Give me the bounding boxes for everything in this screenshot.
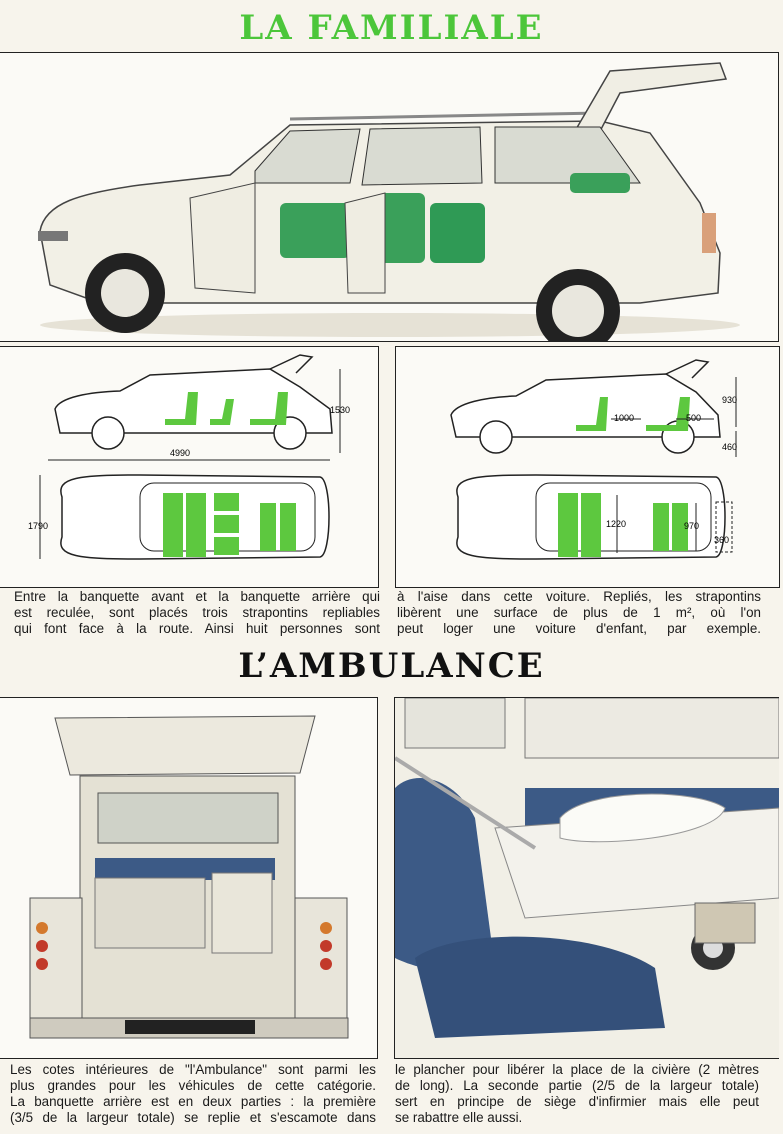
diagram-svg-left: 1530 4990 1790: [28, 354, 350, 560]
dim-height: 1530: [330, 405, 350, 415]
ambulance-interior-illustration: [395, 698, 779, 1058]
ambulance-text-right: le plancher pour libérer la place de la …: [395, 1062, 759, 1126]
text-line: plus grandes pour les véhicules de cette…: [10, 1078, 376, 1093]
title-l-ambulance: L’AMBULANCE: [238, 646, 545, 686]
dim-seat-gap: 1000: [614, 413, 634, 423]
text-line: de long). La seconde partie (2/5 de la l…: [395, 1078, 759, 1093]
dim-floor-width: 1220: [606, 519, 626, 529]
dim-cargo-height: 930: [722, 395, 737, 405]
dim-opening-width: 970: [684, 521, 699, 531]
text-line: se rabattre elle aussi.: [395, 1110, 523, 1125]
familiale-car-photo: [0, 52, 779, 342]
text-line: libèrent une surface de plus de 1 m², où…: [397, 605, 761, 620]
title-la-familiale: LA FAMILIALE: [239, 8, 544, 48]
text-line: Entre la banquette avant et la banquette…: [14, 589, 380, 604]
text-line: le plancher pour libérer la place de la …: [395, 1062, 759, 1077]
text-line: (3/5 de la largeur totale) se replie et …: [10, 1110, 376, 1125]
text-line: qui font face à la route. Ainsi huit per…: [14, 621, 380, 636]
dim-tailgate-depth: 360: [714, 535, 729, 545]
dim-length: 4990: [170, 448, 190, 458]
dim-width: 1790: [28, 521, 48, 531]
text-line: La banquette arrière est en deux parties…: [10, 1094, 376, 1109]
ambulance-rear-illustration: [0, 698, 377, 1058]
text-line: à l'aise dans cette voiture. Repliés, le…: [397, 589, 761, 604]
text-line: Les cotes intérieures de "l'Ambulance" s…: [10, 1062, 376, 1077]
ambulance-text-left: Les cotes intérieures de "l'Ambulance" s…: [10, 1062, 376, 1126]
familiale-seating-diagram: 1530 4990 1790: [0, 346, 379, 588]
familiale-text-right: à l'aise dans cette voiture. Repliés, le…: [397, 589, 761, 637]
diagram-svg-right: 1000 500 930 460 1220 970 360: [450, 359, 737, 560]
car-illustration: [0, 53, 778, 341]
text-line: peut loger une voiture d'enfant, par exe…: [397, 621, 761, 636]
ambulance-rear-photo: [0, 697, 378, 1059]
text-line: est reculée, sont placés trois straponti…: [14, 605, 380, 620]
familiale-text-left: Entre la banquette avant et la banquette…: [14, 589, 380, 637]
ambulance-interior-photo: [394, 697, 779, 1059]
text-line: sert en principe de siège d'infirmier ma…: [395, 1094, 759, 1109]
dim-sill-height: 460: [722, 442, 737, 452]
dim-rear-depth: 500: [686, 413, 701, 423]
familiale-cargo-diagram: 1000 500 930 460 1220 970 360: [395, 346, 780, 588]
